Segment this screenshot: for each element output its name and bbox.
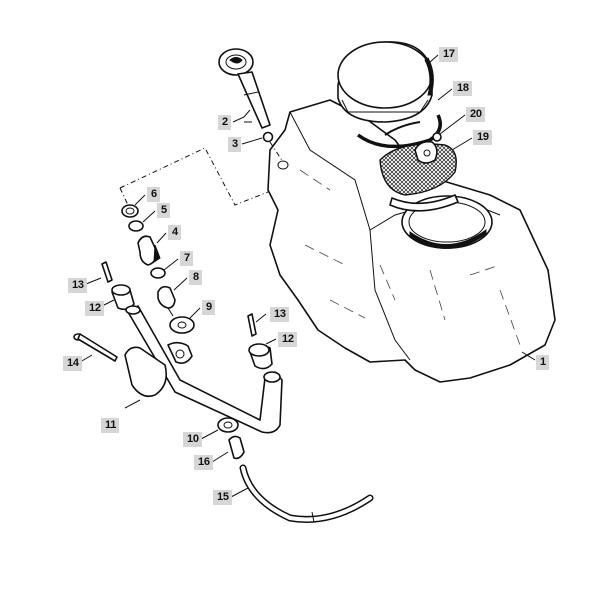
screw-part-20[interactable]	[432, 132, 442, 142]
callout-label-13-right: 13	[270, 307, 289, 322]
callout-label-16: 16	[194, 455, 213, 470]
washer-part-10[interactable]	[217, 417, 239, 433]
o-ring-part-3[interactable]	[262, 131, 274, 143]
grommet-part-8[interactable]	[157, 285, 176, 317]
fitting-part-16[interactable]	[228, 435, 245, 460]
callout-label-18: 18	[453, 81, 472, 96]
callout-label-2: 2	[218, 115, 231, 130]
callout-label-7: 7	[180, 251, 193, 266]
callout-label-11: 11	[101, 418, 120, 433]
callout-label-12-left: 12	[85, 301, 104, 316]
hose-part-15[interactable]	[239, 464, 374, 523]
callout-label-12-right: 12	[278, 332, 297, 347]
callout-label-8: 8	[189, 270, 202, 285]
callout-label-5: 5	[157, 203, 170, 218]
callout-label-9: 9	[202, 300, 215, 315]
tube-bracket-part-11[interactable]	[124, 305, 283, 434]
pin-part-13-left[interactable]	[101, 261, 113, 283]
strainer-part-19[interactable]	[379, 140, 459, 212]
filler-tube-part-2[interactable]	[218, 48, 271, 129]
leader-lines	[79, 54, 536, 498]
cap-part-12-left[interactable]	[111, 284, 135, 311]
callout-label-13-left: 13	[68, 278, 87, 293]
cap-part-12-right[interactable]	[248, 343, 273, 370]
o-ring-part-7[interactable]	[150, 267, 166, 279]
callout-label-6: 6	[147, 187, 160, 202]
callout-label-17: 17	[439, 47, 458, 62]
fitting-part-4[interactable]	[137, 235, 161, 266]
callout-label-15: 15	[213, 490, 232, 505]
callout-label-1: 1	[536, 355, 549, 370]
callout-label-4: 4	[168, 225, 181, 240]
nut-part-6[interactable]	[121, 204, 139, 218]
washer-part-9[interactable]	[169, 316, 195, 334]
callout-label-14: 14	[63, 356, 82, 371]
callout-label-3: 3	[228, 137, 241, 152]
pin-part-13-right[interactable]	[247, 313, 257, 337]
callout-label-20: 20	[466, 107, 485, 122]
washer-part-5[interactable]	[128, 220, 144, 232]
seal-ring-part-18[interactable]	[356, 114, 442, 149]
bolt-part-14[interactable]	[73, 333, 118, 362]
fuel-tank-part-1[interactable]	[267, 99, 556, 383]
callout-label-19: 19	[473, 130, 492, 145]
callout-label-10: 10	[183, 432, 202, 447]
tank-cap-part-17[interactable]	[337, 41, 434, 123]
